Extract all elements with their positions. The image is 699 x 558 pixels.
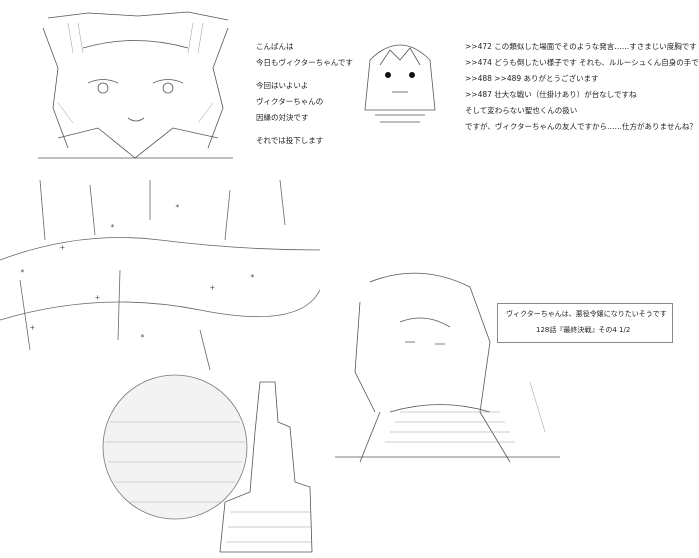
dialogue-line: それでは投下します [256,136,324,145]
starry-sky-art: * + * * * + * + + [0,179,321,371]
dialogue-line: 今回はいよいよ [256,81,309,90]
svg-text:+: + [30,323,35,332]
character-chibi-art [364,44,436,123]
dialogue-line: 因縁の対決です [256,113,309,122]
caption-episode: 128話『最終決戦』その4 1/2 [536,326,631,334]
svg-text:*: * [140,333,145,342]
svg-text:+: + [210,283,215,292]
caption-title: ヴィクターちゃんは、悪役令嬢になりたいそうです [506,310,667,318]
comment-reply: >>487 壮大な戦い（仕掛けあり）が台なしですね [465,90,637,99]
comment-reply: >>472 この類似した場面でそのような発言……すさまじい度胸です [465,42,697,51]
comment-reply: >>474 どうも倒したい様子です それも、ルルーシュくん自身の手で [465,58,699,67]
caption-box: ヴィクターちゃんは、悪役令嬢になりたいそうです 128話『最終決戦』その4 1/… [497,303,673,343]
comment-reply: >>488 >>489 ありがとうございます [465,74,599,83]
dialogue-line: 今日もヴィクターちゃんです [256,58,353,67]
svg-text:*: * [20,268,25,277]
svg-text:+: + [95,293,100,302]
svg-text:+: + [60,243,65,252]
svg-text:*: * [110,223,115,232]
svg-text:*: * [250,273,255,282]
moon-tower-art [102,374,313,553]
svg-text:*: * [175,203,180,212]
character-hooded-art [335,272,560,463]
character-girl-art [38,11,233,159]
comment-reply: そして変わらない聖也くんの扱い [465,106,578,115]
dialogue-line: こんばんは [256,42,294,51]
comment-reply: ですが、ヴィクターちゃんの友人ですから……仕方がありませんね？ [465,122,697,131]
dialogue-line: ヴィクターちゃんの [256,97,324,106]
